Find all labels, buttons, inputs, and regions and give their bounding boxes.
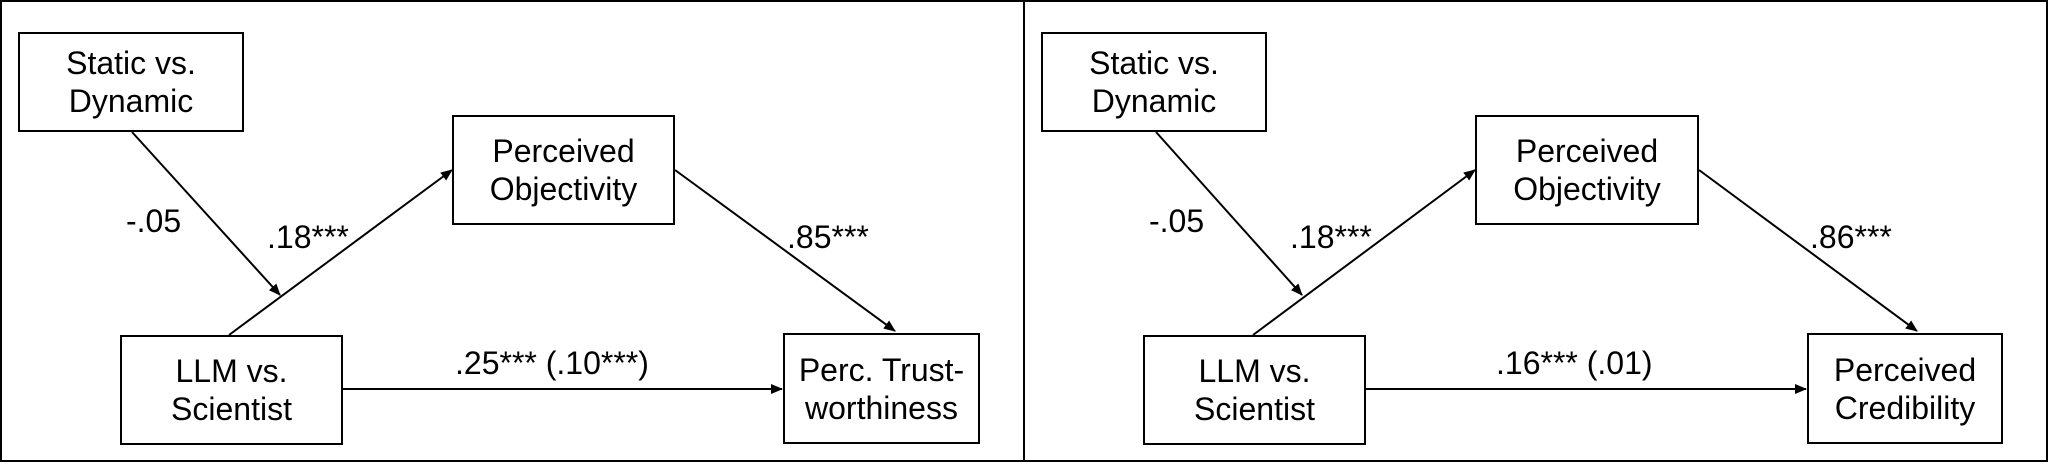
c-path-coefficient: .25*** (.10***) bbox=[455, 345, 649, 381]
left-panel: Static vs. Dynamic Perceived Objectivity… bbox=[0, 0, 1025, 462]
moderator-line2: Dynamic bbox=[68, 83, 194, 119]
moderator-line2: Dynamic bbox=[1091, 83, 1217, 119]
b-path-arrow bbox=[1698, 169, 1918, 332]
b-path-arrow bbox=[674, 169, 896, 332]
left-edges bbox=[131, 131, 896, 394]
mediator-line1: Perceived bbox=[492, 133, 635, 169]
moderator-line1: Static vs. bbox=[66, 45, 196, 81]
outcome-node: Perc. Trust- worthiness bbox=[783, 333, 980, 444]
a-path-arrow bbox=[228, 169, 453, 336]
outcome-node: Perceived Credibility bbox=[1807, 333, 2003, 444]
predictor-line1: LLM vs. bbox=[175, 353, 288, 389]
predictor-node: LLM vs. Scientist bbox=[1143, 335, 1366, 445]
right-panel: Static vs. Dynamic Perceived Objectivity… bbox=[1023, 0, 2048, 462]
predictor-line1: LLM vs. bbox=[1198, 353, 1311, 389]
mediator-node: Perceived Objectivity bbox=[452, 115, 675, 225]
moderator-node: Static vs. Dynamic bbox=[1041, 32, 1267, 132]
c-path-coefficient: .16*** (.01) bbox=[1496, 345, 1653, 381]
outcome-line2: worthiness bbox=[805, 389, 958, 426]
a-path-arrow bbox=[1252, 169, 1476, 336]
predictor-line2: Scientist bbox=[1194, 391, 1315, 427]
outcome-line1: Perceived bbox=[1833, 351, 1977, 388]
mediator-line2: Objectivity bbox=[489, 171, 638, 207]
moderation-arrow bbox=[1155, 131, 1303, 296]
moderator-line1: Static vs. bbox=[1089, 45, 1219, 81]
predictor-line2: Scientist bbox=[171, 391, 292, 427]
mediator-line1: Perceived bbox=[1515, 133, 1659, 169]
outcome-line2: Credibility bbox=[1834, 389, 1976, 426]
right-edges bbox=[1155, 131, 1918, 394]
b-path-coefficient: .86*** bbox=[1810, 219, 1892, 255]
mediator-line2: Objectivity bbox=[1513, 171, 1661, 207]
mediator-node: Perceived Objectivity bbox=[1475, 115, 1699, 225]
moderation-coefficient: -.05 bbox=[1149, 203, 1205, 239]
moderator-node: Static vs. Dynamic bbox=[18, 32, 244, 132]
moderation-arrow bbox=[131, 131, 281, 296]
predictor-node: LLM vs. Scientist bbox=[120, 335, 343, 445]
b-path-coefficient: .85*** bbox=[787, 219, 869, 255]
outcome-line1: Perc. Trust- bbox=[798, 351, 965, 388]
a-path-coefficient: .18*** bbox=[267, 219, 349, 255]
moderation-coefficient: -.05 bbox=[126, 203, 182, 239]
a-path-coefficient: .18*** bbox=[1290, 219, 1372, 255]
